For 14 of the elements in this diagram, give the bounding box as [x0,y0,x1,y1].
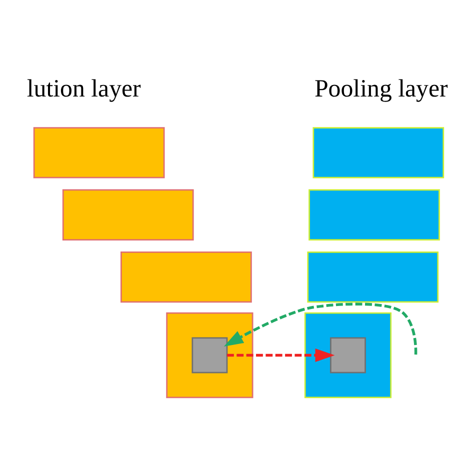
label: lution layer [26,76,141,103]
node-box [330,337,366,374]
node-box [308,189,440,240]
node-box [62,189,194,240]
arrow [224,302,418,355]
node-box [307,252,439,303]
node-box [33,127,165,178]
cluster [166,312,254,398]
node-box [192,337,228,374]
label: Pooling layer [314,76,448,103]
arrow [226,348,335,362]
cluster [304,312,392,398]
node-box [312,127,444,178]
node-box [120,252,252,303]
